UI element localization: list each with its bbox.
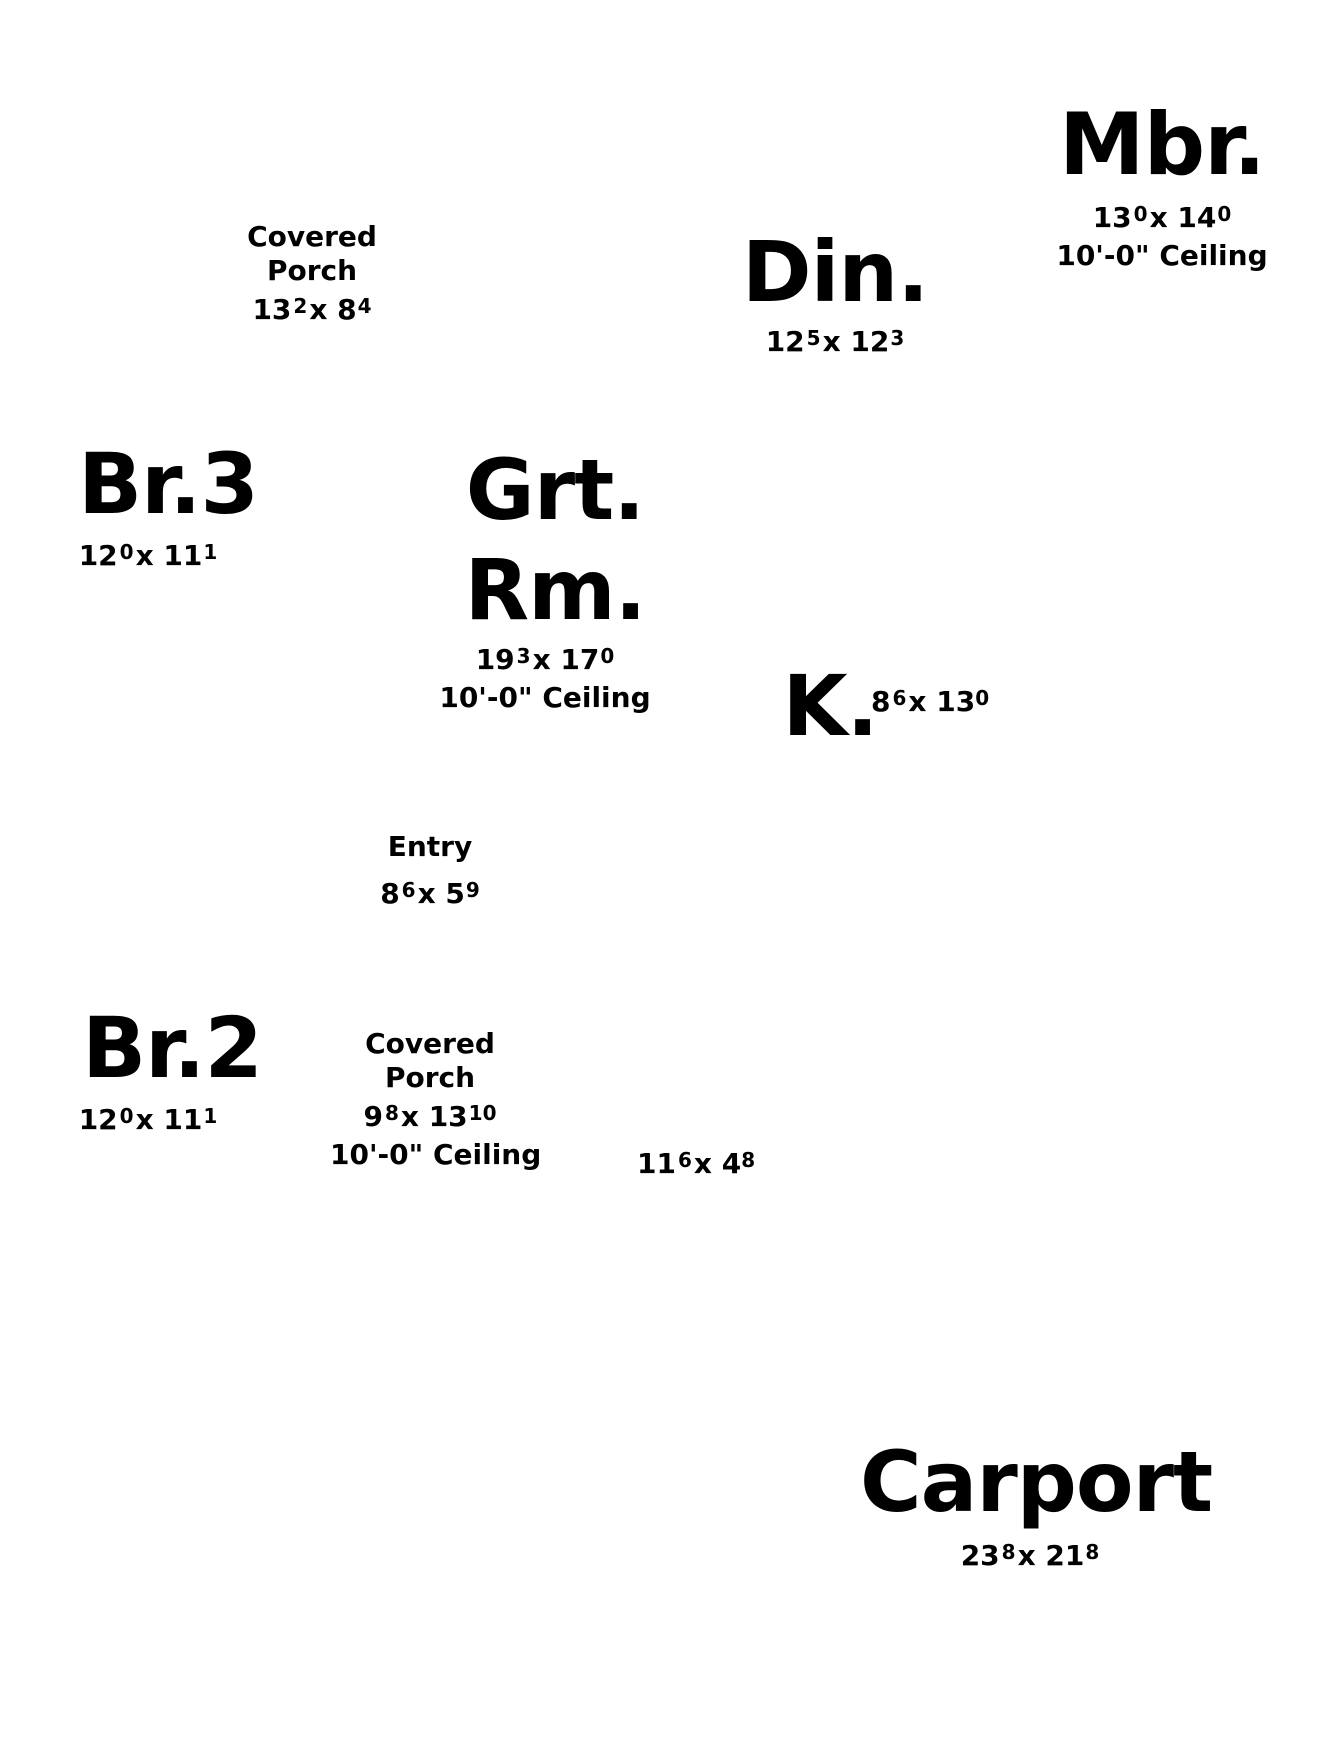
room-name-line2: Porch — [384, 1061, 476, 1094]
room-name-line1: Grt. — [465, 441, 645, 539]
room-name: Din. — [741, 223, 929, 321]
room-ceiling: 10'-0" Ceiling — [330, 1138, 542, 1171]
room-name: Br.2 — [82, 999, 263, 1097]
room-name: K. — [782, 657, 878, 755]
room-name-line2: Porch — [266, 254, 358, 287]
room-name: Carport — [860, 1433, 1213, 1531]
room-name: Br.3 — [78, 435, 259, 533]
room-name-line1: Covered — [365, 1027, 495, 1060]
room-name-line1: Covered — [247, 220, 377, 253]
room-name: Mbr. — [1059, 95, 1266, 195]
room-name: Entry — [387, 830, 473, 863]
room-ceiling: 10'-0" Ceiling — [1056, 239, 1268, 272]
room-kitchen: K. — [775, 664, 885, 748]
room-ceiling: 10'-0" Ceiling — [439, 681, 651, 714]
room-name-line2: Rm. — [464, 541, 646, 639]
